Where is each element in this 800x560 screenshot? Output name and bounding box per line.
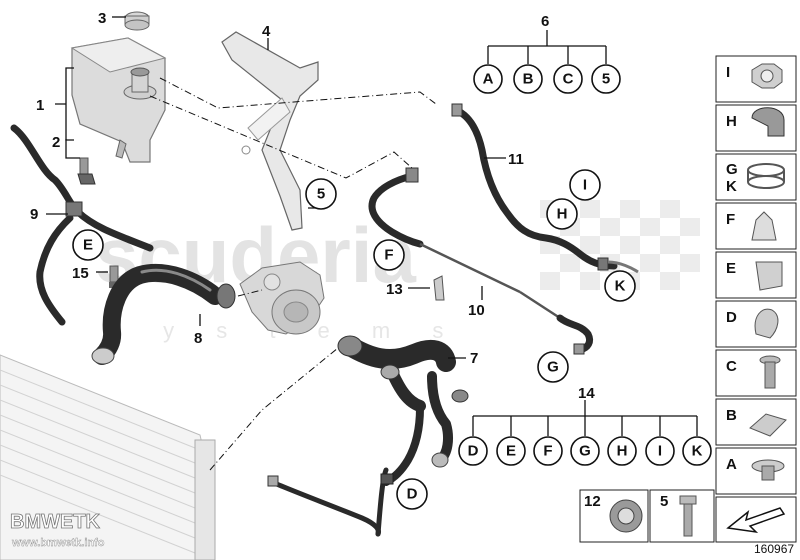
svg-text:C: C bbox=[726, 358, 737, 375]
tank-cap bbox=[124, 11, 150, 31]
callout-11: 11 bbox=[508, 151, 524, 168]
svg-text:F: F bbox=[543, 443, 552, 460]
svg-text:A: A bbox=[726, 456, 737, 473]
group14-circle-g: G bbox=[570, 436, 600, 466]
svg-text:F: F bbox=[726, 211, 735, 228]
level-sensor bbox=[77, 157, 96, 185]
svg-text:H: H bbox=[617, 443, 628, 460]
callout-13: 13 bbox=[386, 281, 403, 298]
group-6-circles: A B C 5 bbox=[473, 64, 621, 94]
svg-text:H: H bbox=[726, 113, 737, 130]
bottom-box-12: 12 bbox=[579, 489, 649, 543]
side-item-c: C bbox=[715, 349, 797, 397]
side-item-f: F bbox=[715, 202, 797, 250]
svg-text:C: C bbox=[563, 71, 574, 88]
group14-circle-e: E bbox=[496, 436, 526, 466]
side-item-h: H bbox=[715, 104, 797, 152]
svg-text:E: E bbox=[506, 443, 516, 460]
svg-text:I: I bbox=[726, 64, 730, 81]
callout-2: 2 bbox=[52, 134, 60, 151]
water-pump bbox=[239, 261, 325, 335]
svg-text:I: I bbox=[658, 443, 662, 460]
svg-text:H: H bbox=[557, 206, 568, 223]
group6-circle-b: B bbox=[513, 64, 543, 94]
group6-circle-5: 5 bbox=[591, 64, 621, 94]
svg-text:F: F bbox=[384, 247, 393, 264]
circle-5: 5 bbox=[305, 178, 337, 210]
svg-text:D: D bbox=[468, 443, 479, 460]
hose-9 bbox=[10, 124, 154, 326]
callout-1: 1 bbox=[36, 97, 44, 114]
hose-7 bbox=[337, 335, 469, 486]
svg-text:D: D bbox=[407, 486, 418, 503]
circle-i: I bbox=[569, 169, 601, 201]
logo-text: BMWETK bbox=[10, 511, 101, 533]
circle-k: K bbox=[604, 270, 636, 302]
side-item-a: A bbox=[715, 447, 797, 495]
callout-10: 10 bbox=[468, 302, 485, 319]
side-item-i: I bbox=[715, 55, 797, 103]
callout-14: 14 bbox=[578, 385, 595, 402]
svg-text:E: E bbox=[726, 260, 736, 277]
assembly-lines bbox=[149, 77, 437, 471]
group-14-circles: D E F G H I K bbox=[458, 436, 712, 466]
callout-4: 4 bbox=[262, 23, 271, 40]
callout-8: 8 bbox=[194, 330, 202, 347]
svg-text:5: 5 bbox=[602, 71, 610, 88]
circle-h: H bbox=[546, 198, 578, 230]
callout-9: 9 bbox=[30, 206, 38, 223]
svg-text:5: 5 bbox=[660, 493, 668, 510]
svg-text:K: K bbox=[615, 278, 626, 295]
callout-7: 7 bbox=[470, 350, 478, 367]
group14-circle-h: H bbox=[607, 436, 637, 466]
svg-text:G: G bbox=[579, 443, 591, 460]
side-item-b: B bbox=[715, 398, 797, 446]
diagram-letter-callouts: I H K F G E D 5 bbox=[72, 169, 636, 510]
logo: BMWETK www.bmwetk.info bbox=[10, 511, 105, 550]
svg-text:K: K bbox=[692, 443, 703, 460]
hose-d bbox=[267, 467, 394, 537]
circle-e: E bbox=[72, 229, 104, 261]
hose-8 bbox=[91, 263, 236, 365]
svg-text:D: D bbox=[726, 309, 737, 326]
side-item-e: E bbox=[715, 251, 797, 299]
callout-15: 15 bbox=[72, 265, 89, 282]
group14-circle-f: F bbox=[533, 436, 563, 466]
hose-f bbox=[368, 167, 594, 355]
svg-text:G: G bbox=[547, 359, 559, 376]
svg-text:B: B bbox=[523, 71, 534, 88]
group6-circle-c: C bbox=[553, 64, 583, 94]
group14-circle-d: D bbox=[458, 436, 488, 466]
circle-g: G bbox=[537, 351, 569, 383]
group6-circle-a: A bbox=[473, 64, 503, 94]
circle-f: F bbox=[373, 239, 405, 271]
circle-d: D bbox=[396, 478, 428, 510]
expansion-tank bbox=[70, 37, 167, 163]
nav-arrow-box bbox=[715, 496, 797, 543]
callout-6: 6 bbox=[541, 13, 549, 30]
bottom-box-5: 5 bbox=[649, 489, 715, 543]
radiator bbox=[0, 354, 216, 560]
logo-url: www.bmwetk.info bbox=[11, 537, 105, 549]
side-item-d: D bbox=[715, 300, 797, 348]
group14-circle-k: K bbox=[682, 436, 712, 466]
part-13 bbox=[433, 275, 445, 301]
svg-text:B: B bbox=[726, 407, 737, 424]
svg-text:I: I bbox=[583, 177, 587, 194]
arrow-icon bbox=[726, 507, 786, 534]
group14-circle-i: I bbox=[645, 436, 675, 466]
svg-text:A: A bbox=[483, 71, 494, 88]
document-number: 160967 bbox=[754, 542, 794, 556]
callout-3: 3 bbox=[98, 10, 106, 27]
bracket bbox=[221, 31, 319, 231]
svg-text:5: 5 bbox=[317, 186, 325, 203]
svg-text:E: E bbox=[83, 237, 93, 254]
hose-11 bbox=[451, 103, 639, 274]
svg-text:12: 12 bbox=[584, 493, 601, 510]
